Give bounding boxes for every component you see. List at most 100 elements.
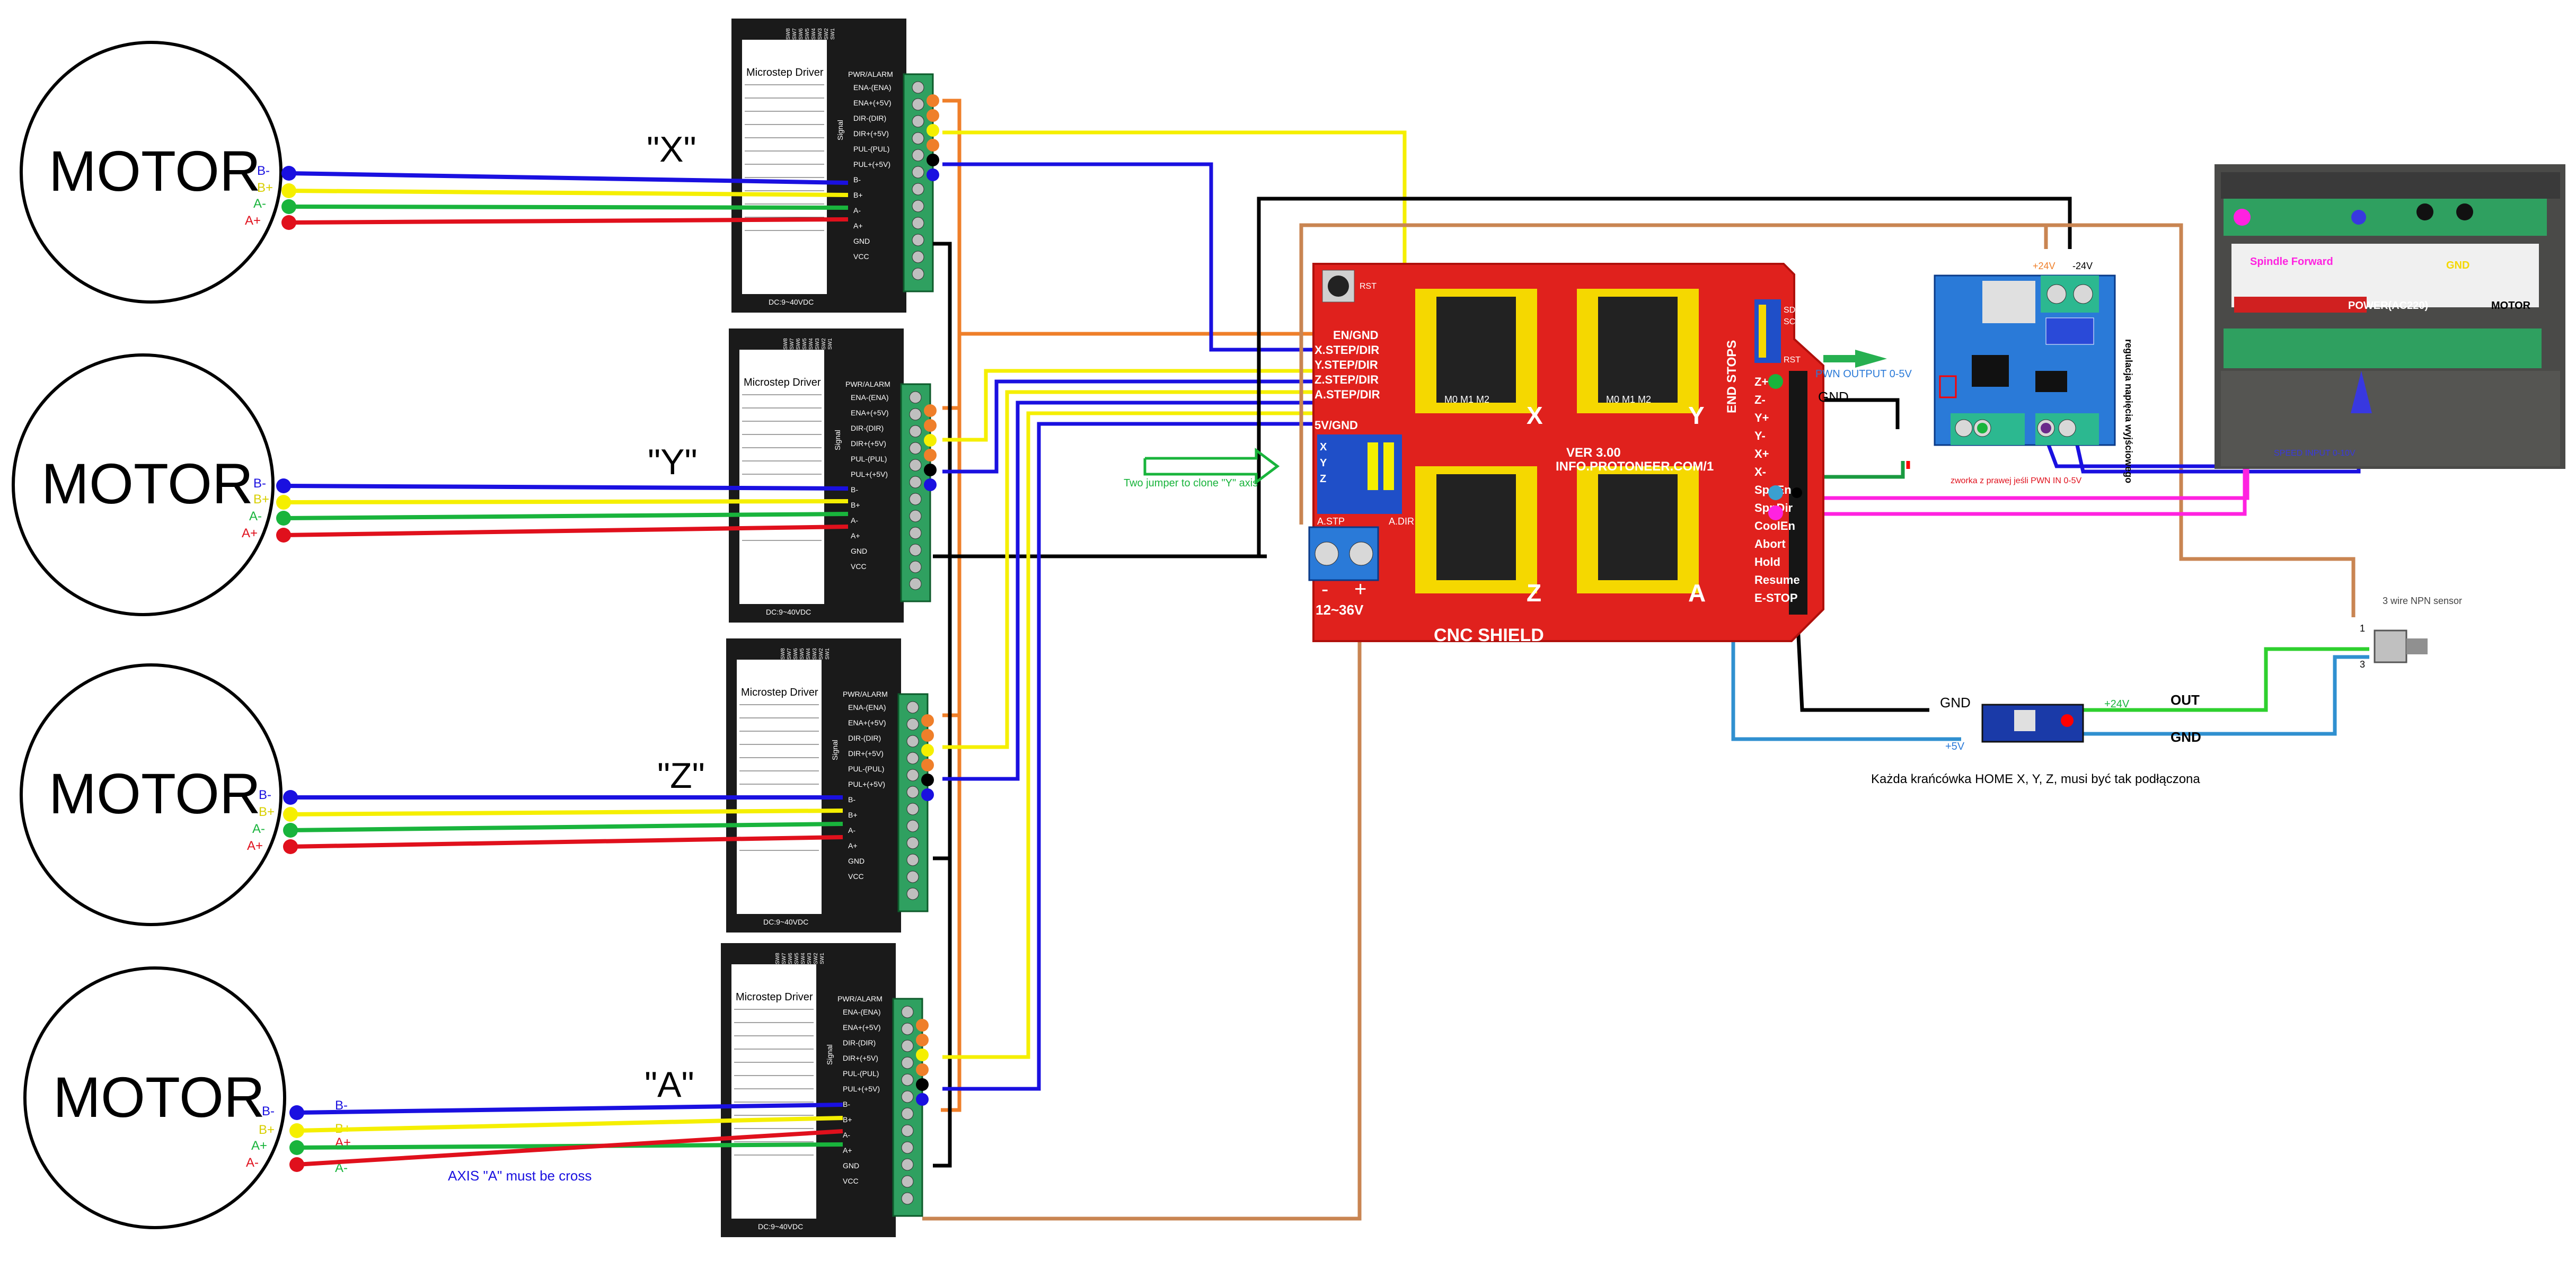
driver-terminal-label: A+ (851, 531, 860, 540)
driver-terminal-label: B- (853, 175, 861, 184)
motor-label: MOTOR (49, 761, 261, 825)
driver-dc-label: DC:9~40VDC (763, 918, 808, 926)
terminal-screw (912, 115, 924, 128)
sensor-plus24: +24V (2104, 698, 2130, 710)
terminal-screw (901, 1023, 914, 1035)
pwm-plus24: +24V (2033, 261, 2055, 271)
signal-pin-dot (924, 449, 937, 461)
terminal-screw (909, 442, 922, 455)
terminal-screw (901, 1073, 914, 1086)
driver-terminal-label: GND (843, 1161, 859, 1170)
socket-z-label: Z (1527, 579, 1541, 607)
axis-label-y: "Y" (648, 442, 698, 482)
driver-terminal-label: A- (851, 516, 858, 525)
signal-pin-dot (927, 109, 939, 122)
motor-y: MOTOR B- B+ A- A+ (12, 353, 275, 616)
sensor-gnd-label: GND (1940, 695, 1971, 711)
driver-pwr-alarm: PWR/ALARM (837, 994, 883, 1003)
terminal-screw (912, 234, 924, 246)
terminal-screw (912, 217, 924, 229)
terminal-screw (901, 1107, 914, 1120)
terminal-screw (906, 769, 919, 782)
driver-terminal-label: PUL+(+5V) (853, 160, 890, 168)
driver-terminal-label: A+ (843, 1146, 852, 1155)
driver-switch-label: SW5 (799, 648, 805, 660)
terminal-screw (906, 786, 919, 798)
sensor-title: 3 wire NPN sensor (2383, 596, 2462, 606)
driver-terminal-label: B+ (853, 191, 863, 199)
top-right-pin: RST (1784, 356, 1801, 365)
motor-pin: B- (253, 476, 266, 491)
motor-pin: A- (246, 1156, 259, 1170)
pwm-module (1934, 274, 2116, 446)
power-label: 12~36V (1316, 602, 1364, 618)
sensor-pin3: 3 (2360, 659, 2365, 670)
signal-pin-dot (916, 1049, 929, 1061)
driver-terminal-label: ENA+(+5V) (843, 1023, 881, 1032)
socket-x-label: X (1527, 402, 1543, 429)
socket-y-label: Y (1688, 402, 1705, 429)
terminal-screw (912, 149, 924, 162)
axis-a-note: AXIS "A" must be cross (448, 1168, 592, 1184)
driver-signal-label: Signal (833, 430, 842, 450)
top-right-pin: SCL (1784, 317, 1800, 326)
pwm-note: zworka z prawej jeśli PWN IN 0-5V (1951, 476, 2082, 485)
end-stops-label: END STOPS (1725, 340, 1739, 413)
signal-pin-dot (921, 788, 934, 801)
driver-socket-x: X (1415, 289, 1543, 429)
axis-label-z: "Z" (657, 756, 705, 796)
motor-pin: B- (259, 788, 271, 802)
driver-terminal-label: ENA-(ENA) (848, 703, 886, 712)
driver-terminal-label: A- (853, 206, 861, 215)
driver-switch-label: SW7 (792, 28, 798, 40)
jumper-note: Two jumper to clone "Y" axis (1124, 477, 1258, 489)
terminal-screw (906, 803, 919, 815)
driver-pwr-alarm: PWR/ALARM (843, 690, 888, 698)
shield-endstop-label: Hold (1754, 555, 1780, 569)
driver-label-panel (739, 350, 824, 604)
jumper-y: Y (1320, 457, 1327, 469)
driver-terminal-label: DIR+(+5V) (851, 439, 886, 448)
driver-terminal-label: GND (848, 857, 864, 865)
shield-endstop-label: Abort (1754, 537, 1786, 550)
terminal-screw (901, 1141, 914, 1154)
terminal-screw (912, 98, 924, 111)
terminal-screw (901, 1124, 914, 1137)
motor-pin: A+ (247, 839, 263, 853)
shield-y-step: Y.STEP/DIR (1315, 358, 1378, 371)
driver-switch-label: SW8 (780, 648, 786, 660)
terminal-screw (901, 1158, 914, 1171)
driver-switch-label: SW4 (808, 338, 814, 350)
terminal-screw (909, 493, 922, 505)
driver-switch-label: SW3 (807, 953, 813, 964)
shield-endstop-label: Y+ (1754, 411, 1769, 424)
driver-pwr-alarm: PWR/ALARM (848, 70, 893, 78)
driver-label-panel (737, 660, 822, 914)
motor-a: MOTOR B- B+ A+ A- B- B+ A+ A- (23, 966, 351, 1229)
terminal-screw (912, 183, 924, 196)
pwm-minus24: -24V (2072, 261, 2093, 271)
sensor-gnd: GND (2171, 729, 2201, 745)
terminal-screw (901, 1175, 914, 1188)
driver-terminal-label: PUL+(+5V) (848, 780, 885, 788)
terminal-screw (906, 820, 919, 832)
top-right-pin: SDA (1784, 306, 1801, 315)
driver-socket-y: Y (1577, 289, 1705, 429)
motor-pin: B- (257, 164, 270, 178)
motor-label: MOTOR (53, 1065, 265, 1129)
driver-terminal-label: VCC (851, 562, 867, 571)
motor-pin: B+ (259, 1123, 275, 1137)
terminal-screw (912, 132, 924, 145)
terminal-screw (901, 1090, 914, 1103)
shield-a-dir: A.DIR (1389, 516, 1414, 527)
terminal-screw (906, 701, 919, 714)
driver-terminal-label: GND (853, 237, 870, 245)
signal-pin-dot (924, 404, 937, 417)
driver-terminal-label: B+ (843, 1115, 852, 1124)
arrow-to-pwm (1823, 350, 1887, 368)
driver-terminal-label: PUL+(+5V) (851, 470, 888, 478)
driver-terminal-label: ENA-(ENA) (853, 83, 892, 92)
driver-signal-label: Signal (836, 120, 844, 140)
npn-sensor (1981, 629, 2428, 743)
